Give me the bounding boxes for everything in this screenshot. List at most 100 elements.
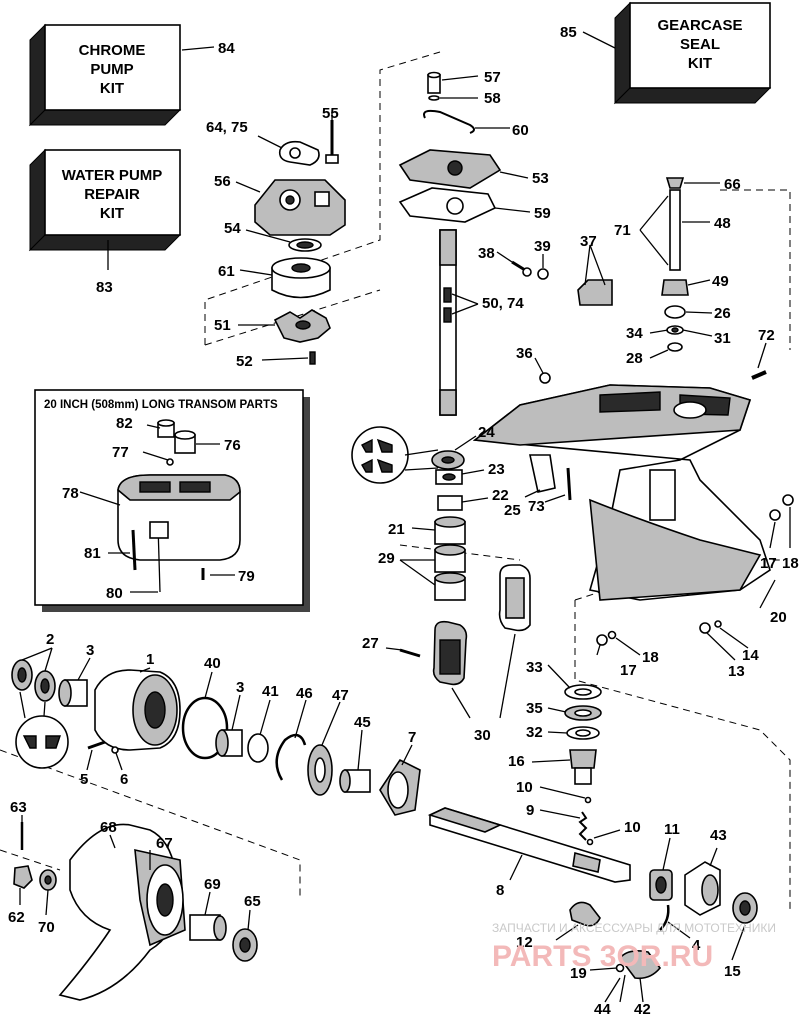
watermark: ЗАПЧАСТИ И АКСЕССУАРЫ ДЛЯ МОТОТЕХНИКИ PA… — [492, 921, 776, 973]
label-17b: 17 — [620, 662, 637, 679]
label-39: 39 — [534, 238, 551, 255]
label-48: 48 — [714, 215, 731, 232]
label-38: 38 — [478, 245, 495, 262]
label-5: 5 — [80, 771, 88, 788]
label-34: 34 — [626, 325, 643, 342]
label-27: 27 — [362, 635, 379, 652]
label-45: 45 — [354, 714, 371, 731]
label-25: 25 — [504, 502, 521, 519]
label-9: 9 — [526, 802, 534, 819]
label-79: 79 — [238, 568, 255, 585]
label-71: 71 — [614, 222, 631, 239]
label-23: 23 — [488, 461, 505, 478]
label-65: 65 — [244, 893, 261, 910]
label-12: 12 — [516, 934, 533, 951]
label-68: 68 — [100, 819, 117, 836]
label-62: 62 — [8, 909, 25, 926]
label-20: 20 — [770, 609, 787, 626]
label-64-75: 64, 75 — [206, 119, 248, 136]
label-54: 54 — [224, 220, 241, 237]
label-72: 72 — [758, 327, 775, 344]
label-36: 36 — [516, 345, 533, 362]
label-29: 29 — [378, 550, 395, 567]
label-58: 58 — [484, 90, 501, 107]
label-56: 56 — [214, 173, 231, 190]
label-46: 46 — [296, 685, 313, 702]
label-84: 84 — [218, 40, 235, 57]
label-81: 81 — [84, 545, 101, 562]
pinion-parts — [531, 664, 621, 846]
shift-rod-parts — [496, 177, 767, 384]
part-number-labels: 84 83 85 55 64, 75 56 54 61 51 52 57 58 … — [8, 24, 799, 1017]
label-6: 6 — [120, 771, 128, 788]
label-17a: 17 — [760, 555, 777, 572]
shift-cradle-parts — [555, 901, 691, 1003]
seal-detail-inset — [351, 426, 439, 484]
label-47: 47 — [332, 687, 349, 704]
long-transom-panel: 20 INCH (508mm) LONG TRANSOM PARTS — [34, 389, 310, 612]
label-16: 16 — [508, 753, 525, 770]
label-10a: 10 — [516, 779, 533, 796]
water-screens — [385, 564, 531, 719]
label-35: 35 — [526, 700, 543, 717]
label-30: 30 — [474, 727, 491, 744]
propshaft-assembly — [11, 647, 421, 816]
label-80: 80 — [106, 585, 123, 602]
label-13: 13 — [728, 663, 745, 680]
label-44: 44 — [594, 1001, 611, 1017]
label-8: 8 — [496, 882, 504, 899]
label-37: 37 — [580, 233, 597, 250]
label-19: 19 — [570, 965, 587, 982]
label-60: 60 — [512, 122, 529, 139]
label-67: 67 — [156, 835, 173, 852]
label-57: 57 — [484, 69, 501, 86]
watermark-tagline: ЗАПЧАСТИ И АКСЕССУАРЫ ДЛЯ МОТОТЕХНИКИ — [492, 921, 776, 935]
label-78: 78 — [62, 485, 79, 502]
label-41: 41 — [262, 683, 279, 700]
label-43: 43 — [710, 827, 727, 844]
label-76: 76 — [224, 437, 241, 454]
label-3a: 3 — [86, 642, 94, 659]
label-55: 55 — [322, 105, 339, 122]
label-11: 11 — [664, 821, 680, 838]
label-66: 66 — [724, 176, 741, 193]
label-77: 77 — [112, 444, 129, 461]
label-21: 21 — [388, 521, 405, 538]
propeller-parts — [13, 815, 258, 1001]
label-4: 4 — [692, 937, 701, 954]
label-42: 42 — [634, 1001, 651, 1017]
label-61: 61 — [218, 263, 235, 280]
mount-bolts — [596, 494, 794, 661]
gearcase-housing — [472, 384, 776, 609]
label-52: 52 — [236, 353, 253, 370]
label-18a: 18 — [782, 555, 799, 572]
water-pump-parts — [235, 112, 346, 365]
label-28: 28 — [626, 350, 643, 367]
label-22: 22 — [492, 487, 509, 504]
label-82: 82 — [116, 415, 133, 432]
label-33: 33 — [526, 659, 543, 676]
label-32: 32 — [526, 724, 543, 741]
label-14: 14 — [742, 647, 759, 664]
label-26: 26 — [714, 305, 731, 322]
label-7: 7 — [408, 729, 416, 746]
label-63: 63 — [10, 799, 27, 816]
label-69: 69 — [204, 876, 221, 893]
driveshaft-parts — [398, 71, 531, 416]
bearing-stack — [399, 435, 572, 601]
label-59: 59 — [534, 205, 551, 222]
reverse-gear-parts — [649, 837, 758, 961]
label-70: 70 — [38, 919, 55, 936]
label-51: 51 — [214, 317, 231, 334]
label-73: 73 — [528, 498, 545, 515]
label-15: 15 — [724, 963, 741, 980]
label-40: 40 — [204, 655, 221, 672]
label-1: 1 — [146, 651, 154, 668]
label-31: 31 — [714, 330, 731, 347]
